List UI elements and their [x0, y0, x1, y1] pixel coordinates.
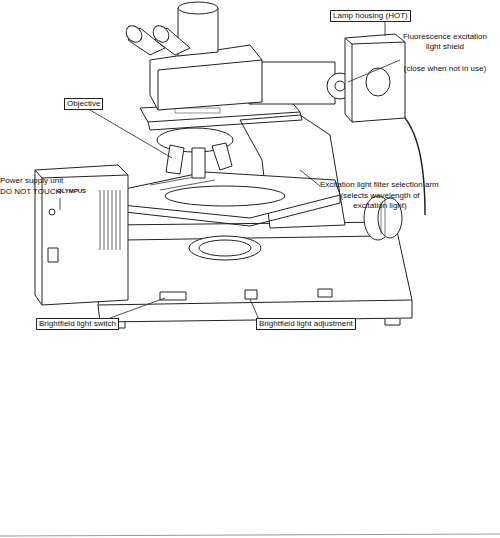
warning-label: DO NOT TOUCH	[0, 187, 61, 197]
head-body	[150, 45, 262, 110]
part-label: Brightfield light adjustment	[256, 318, 356, 330]
base-feet	[110, 319, 400, 328]
stage	[120, 172, 340, 226]
leader-line	[385, 22, 386, 36]
photo-tube-top	[178, 2, 218, 14]
psu-vents	[100, 190, 120, 250]
stage-edge	[122, 195, 340, 226]
light-port	[189, 236, 261, 260]
psu-box	[35, 165, 128, 305]
part-label: Power supply unit	[0, 176, 63, 186]
note-label: (close when not in use)	[395, 64, 495, 74]
objective-lens	[166, 145, 184, 174]
adjustment-dial	[245, 290, 257, 299]
leader-line	[348, 60, 400, 82]
leader-line	[60, 198, 61, 210]
head-edge	[158, 60, 262, 110]
part-label: Excitation light filter selection arm	[320, 180, 439, 190]
model-plate	[175, 108, 220, 113]
housing-cap	[366, 68, 390, 96]
part-label: Lamp housing (HOT)	[330, 10, 411, 22]
leader-line	[110, 298, 165, 318]
psu-lamp	[49, 209, 55, 215]
illuminator-tube	[250, 62, 335, 104]
stage-ring	[165, 186, 285, 206]
microscope-base	[98, 222, 412, 328]
shield-knob	[335, 81, 345, 91]
microscope-head	[123, 2, 262, 110]
page-edge	[0, 534, 500, 536]
psu-switch	[48, 248, 58, 262]
base-plate	[318, 289, 332, 297]
objective-lens	[212, 143, 232, 170]
eyepiece-lens	[150, 23, 172, 46]
objective-lens	[192, 148, 205, 178]
part-label: Objective	[64, 98, 103, 110]
nosepiece	[157, 128, 233, 178]
lamp-housing	[345, 34, 405, 122]
light-port-inner	[199, 240, 251, 256]
housing-box	[345, 34, 405, 122]
filter-edge	[148, 112, 302, 130]
leader-line	[90, 110, 172, 158]
brand-label: OLYMPUS	[57, 188, 86, 195]
base-edge	[98, 300, 412, 305]
power-supply-unit	[35, 165, 128, 305]
base-body	[98, 222, 412, 322]
housing-edge	[345, 38, 405, 122]
note-label: (selects wavelength of excitation light)	[335, 191, 425, 211]
part-label: Brightfield light switch	[36, 318, 119, 330]
base-line	[125, 236, 380, 240]
eyepiece-lens	[123, 23, 145, 46]
leader-lines	[60, 22, 400, 322]
part-label: Fluorescence excitation light shield	[395, 32, 495, 52]
leader-line	[300, 170, 320, 186]
